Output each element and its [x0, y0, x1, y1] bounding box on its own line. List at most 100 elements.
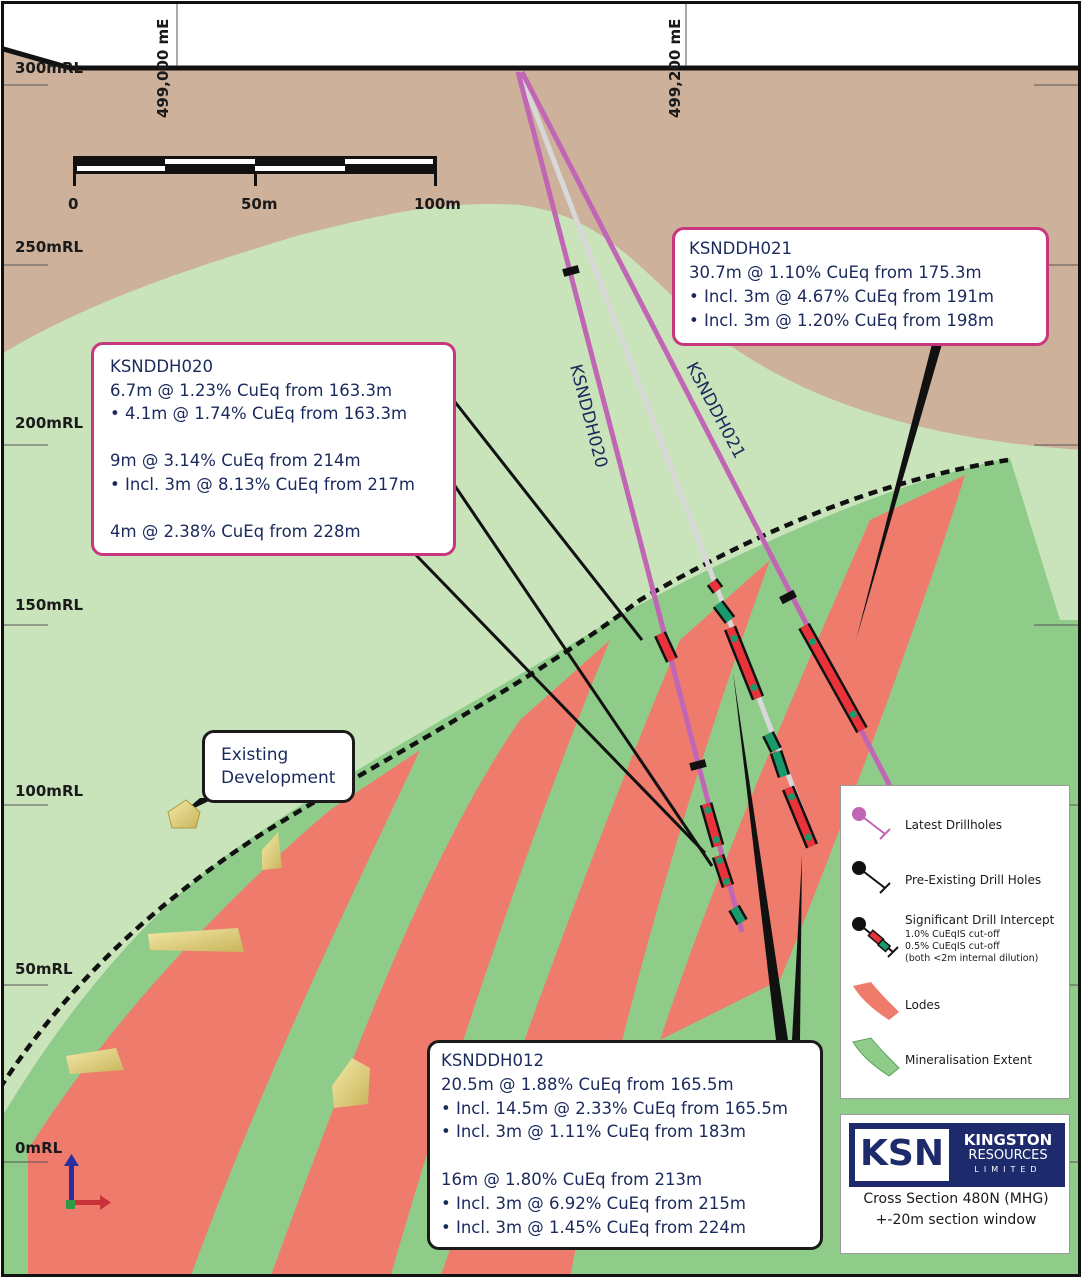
legend-cutoff-1: 1.0% CuEqIS cut-off: [905, 929, 1000, 940]
topography-line: [3, 46, 1079, 71]
intercept-highgrade: [704, 806, 712, 814]
lode-2: [271, 640, 610, 1275]
intercept-fill: [656, 632, 676, 662]
intercept-highgrade: [716, 857, 723, 864]
callout-line: 9m @ 3.14% CuEq from 214m: [110, 451, 361, 470]
drillhole-tick: [689, 759, 707, 771]
legend-extent-icon: [852, 1037, 900, 1077]
intercept-fill: [730, 906, 746, 924]
callout-line: KSNDDH020: [110, 357, 213, 376]
legend-intercept-label: Significant Drill Intercept: [905, 913, 1055, 927]
elevation-label-250: 250mRL: [15, 238, 84, 256]
intercept-fill: [772, 750, 788, 778]
callout-line: [110, 426, 437, 450]
leader-020-b: [453, 485, 714, 867]
callout-line: Development: [221, 768, 336, 788]
legend-lodes-icon: [853, 982, 899, 1020]
easting-ticks: [176, 3, 687, 66]
existing-development: [66, 799, 370, 1108]
title-block: KSN KINGSTON RESOURCES LIMITED Cross Sec…: [840, 1114, 1070, 1254]
callout-line: • Incl. 3m @ 6.92% CuEq from 215m: [441, 1193, 747, 1213]
legend-preexisting-label: Pre-Existing Drill Holes: [905, 873, 1042, 887]
callout-line: • Incl. 3m @ 8.13% CuEq from 217m: [110, 474, 416, 494]
intercept-fill: [714, 601, 734, 623]
elevation-label-150: 150mRL: [15, 596, 84, 614]
logo-name-3: LIMITED: [974, 1165, 1042, 1174]
scale-label-50: 50m: [241, 195, 278, 213]
callout-line: • Incl. 3m @ 1.20% CuEq from 198m: [689, 311, 995, 330]
legend-latest-drillhole-icon: [852, 807, 891, 840]
lode-1: [28, 750, 420, 1275]
legend-dilution: (both <2m internal dilution): [905, 953, 1039, 964]
leader-020-a: [453, 401, 644, 641]
elevation-label-200: 200mRL: [15, 414, 84, 432]
leader-012-a: [733, 672, 788, 1040]
callout-line: 30.7m @ 1.10% CuEq from 175.3m: [689, 263, 982, 282]
callout-line: KSNDDH012: [441, 1051, 544, 1070]
callout-ksnddh012: KSNDDH012 20.5m @ 1.88% CuEq from 165.5m…: [427, 1040, 823, 1250]
callout-line: • Incl. 3m @ 1.45% CuEq from 224m: [441, 1217, 747, 1237]
leader-012-b: [792, 855, 802, 1040]
callout-line: 20.5m @ 1.88% CuEq from 165.5m: [441, 1074, 734, 1094]
legend: Latest Drillholes Pre-Existing Drill Hol…: [840, 785, 1070, 1099]
callout-line: KSNDDH021: [689, 239, 792, 258]
elevation-label-50: 50mRL: [15, 960, 73, 978]
ksn-logo: KSN KINGSTON RESOURCES LIMITED: [849, 1123, 1065, 1187]
intercept-highgrade: [849, 710, 857, 718]
easting-label-499200: 499,200 mE: [666, 19, 684, 118]
intercept-highgrade: [809, 638, 817, 646]
legend-intercept-icon: [852, 917, 899, 958]
logo-name-1: KINGSTON: [963, 1131, 1053, 1149]
intercept-highgrade: [750, 684, 758, 691]
elevation-label-100: 100mRL: [15, 782, 84, 800]
scale-bar: [73, 156, 437, 186]
legend-latest-label: Latest Drillholes: [905, 818, 1002, 832]
drillhole-tick: [779, 589, 797, 605]
intercept-highgrade: [730, 635, 738, 642]
easting-label-499000: 499,000 mE: [154, 19, 172, 118]
section-window: +-20m section window: [875, 1212, 1037, 1228]
lode-4: [660, 475, 965, 1040]
elevation-label-0: 0mRL: [15, 1139, 63, 1157]
logo-name-2: RESOURCES: [968, 1148, 1048, 1163]
callout-line: 4m @ 2.38% CuEq from 228m: [110, 521, 361, 541]
legend-preexisting-drillhole-icon: [852, 861, 891, 894]
axis-triad-icon: [64, 1154, 111, 1210]
callout-ksnddh021: KSNDDH021 30.7m @ 1.10% CuEq from 175.3m…: [672, 227, 1049, 346]
intercept-highgrade: [788, 793, 796, 801]
intercept-highgrade: [723, 878, 730, 885]
above-surface-area: [3, 3, 1079, 68]
callout-line: 16m @ 1.80% CuEq from 213m: [441, 1169, 703, 1189]
callout-line: 6.7m @ 1.23% CuEq from 163.3m: [110, 380, 393, 400]
callout-line: [110, 496, 437, 520]
intercept-highgrade: [804, 833, 812, 841]
callout-ksnddh020: KSNDDH020 6.7m @ 1.23% CuEq from 163.3m …: [91, 342, 456, 556]
intercept-markers: [654, 578, 868, 926]
legend-lodes-label: Lodes: [905, 998, 941, 1012]
elevation-label-300: 300mRL: [15, 59, 84, 77]
intercept-fill: [708, 579, 722, 593]
callout-line: • Incl. 14.5m @ 2.33% CuEq from 165.5m: [441, 1098, 788, 1118]
mineralisation-boundary-line: [3, 457, 1009, 1088]
scale-label-100: 100m: [414, 195, 461, 213]
callout-existing-development: Existing Development: [202, 730, 355, 803]
callout-line: [441, 1144, 809, 1168]
preexisting-drillhole: [517, 71, 818, 846]
callout-line: • Incl. 3m @ 1.11% CuEq from 183m: [441, 1122, 747, 1142]
leader-020-c: [413, 552, 707, 855]
scale-label-0: 0: [68, 195, 79, 213]
leader-021: [856, 344, 942, 640]
logo-mark-box: KSN: [855, 1129, 949, 1181]
legend-extent-label: Mineralisation Extent: [905, 1053, 1033, 1067]
logo-mark: KSN: [860, 1133, 944, 1174]
intercept-fill: [764, 732, 780, 752]
drillhole-tick: [562, 265, 580, 277]
legend-cutoff-2: 0.5% CuEqIS cut-off: [905, 941, 1000, 952]
callout-line: • 4.1m @ 1.74% CuEq from 163.3m: [110, 404, 408, 423]
intercept-highgrade: [712, 836, 720, 844]
callout-line: Existing: [221, 745, 289, 765]
callout-line: • Incl. 3m @ 4.67% CuEq from 191m: [689, 287, 995, 306]
section-title: Cross Section 480N (MHG): [863, 1191, 1049, 1207]
drillhole-ksnddh020-trace: [515, 71, 745, 933]
